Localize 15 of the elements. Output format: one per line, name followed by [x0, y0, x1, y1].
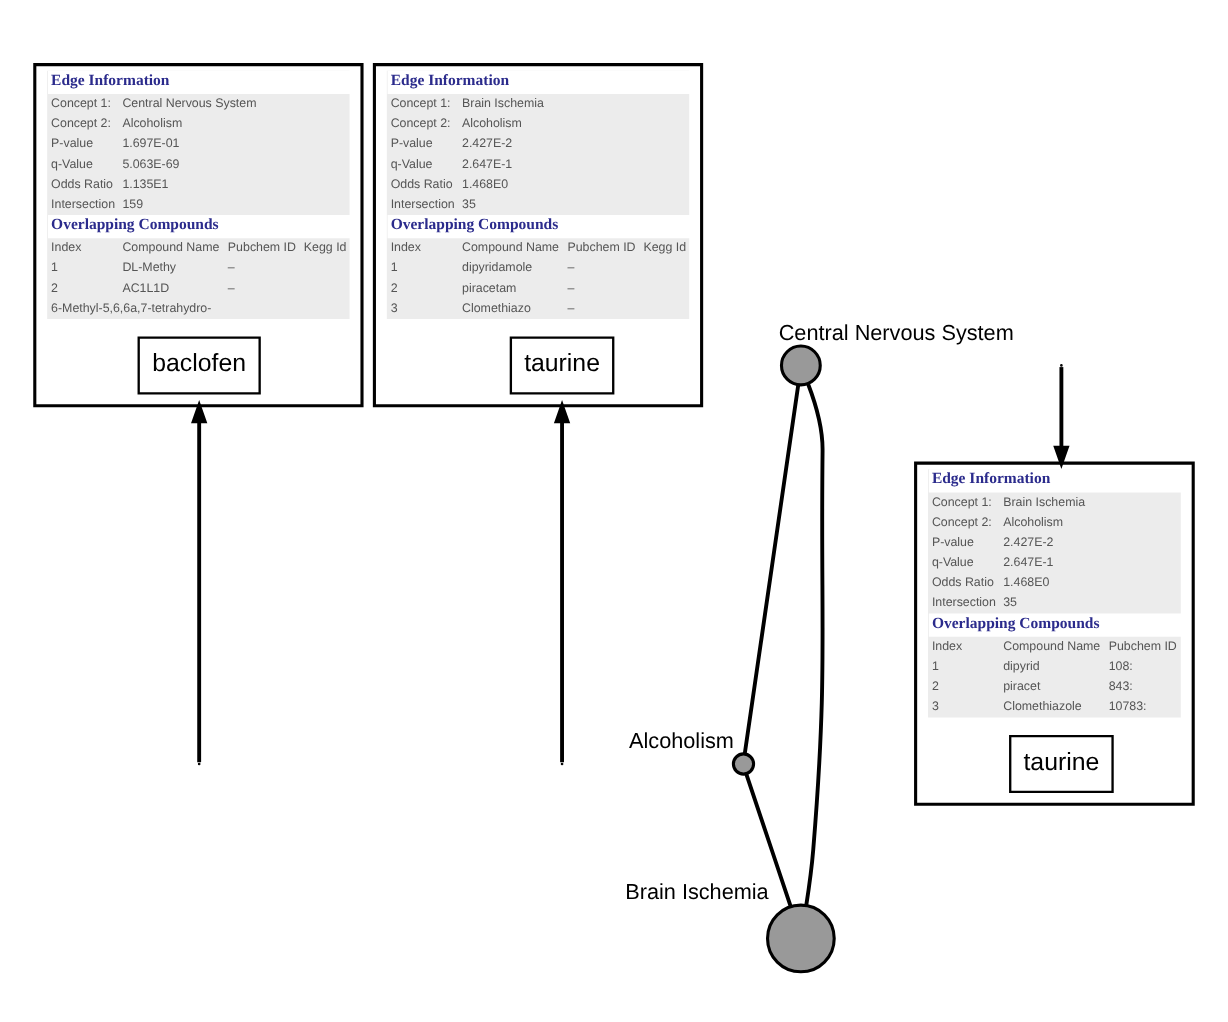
connector — [742, 383, 801, 753]
node-box: baclofen — [137, 335, 261, 394]
node-circle — [731, 751, 756, 775]
node-circle — [779, 343, 822, 386]
node-circle — [765, 902, 836, 973]
node-box: taurine — [509, 335, 615, 394]
node-box: taurine — [1009, 733, 1114, 793]
connector — [744, 772, 793, 907]
arrow — [191, 398, 208, 762]
connector — [804, 382, 825, 905]
node-label: Brain Ischemia — [625, 880, 769, 905]
arrow — [553, 398, 571, 762]
node-label: Alcoholism — [629, 729, 734, 754]
arrow — [1053, 366, 1070, 469]
node-label: Central Nervous System — [778, 321, 1014, 346]
